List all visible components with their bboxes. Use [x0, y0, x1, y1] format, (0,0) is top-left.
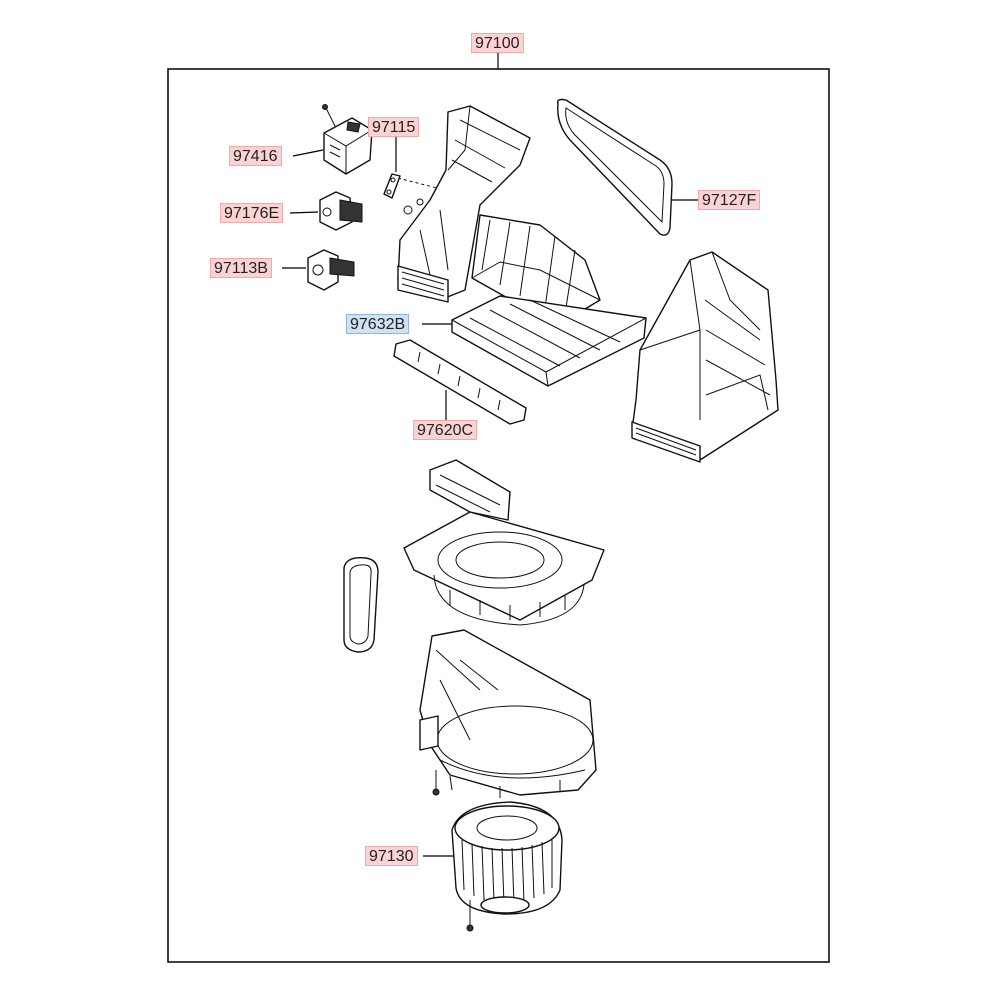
filter-97632B-part — [451, 295, 647, 387]
actuator-97113B-part — [307, 249, 355, 291]
callout-97130[interactable]: 97130 — [365, 846, 418, 866]
blower-lower-case-part — [419, 629, 597, 798]
callout-97176E[interactable]: 97176E — [220, 203, 284, 223]
leader-97176E — [289, 211, 319, 214]
callout-97127F[interactable]: 97127F — [698, 190, 761, 210]
callout-97115[interactable]: 97115 — [368, 117, 420, 137]
right-housing-part — [631, 251, 779, 463]
callout-97416[interactable]: 97416 — [229, 146, 282, 166]
upper-housing-part — [397, 105, 531, 303]
callout-97113B[interactable]: 97113B — [210, 258, 272, 278]
leader-97115-extension — [397, 177, 438, 189]
seal-97127F-part — [556, 98, 673, 236]
actuator-97416-part — [322, 104, 373, 175]
actuator-97176E-part — [319, 191, 363, 231]
cover-97620C-part — [393, 339, 527, 425]
seal-small-part — [343, 557, 379, 653]
assembly-label[interactable]: 97100 — [471, 33, 524, 53]
leader-97416 — [292, 149, 324, 157]
link-97115-part — [383, 173, 401, 199]
callout-97620C[interactable]: 97620C — [413, 420, 478, 440]
blower-motor-97130-part — [451, 801, 563, 932]
callout-97632B[interactable]: 97632B — [346, 314, 410, 334]
blower-upper-case-part — [403, 459, 605, 626]
